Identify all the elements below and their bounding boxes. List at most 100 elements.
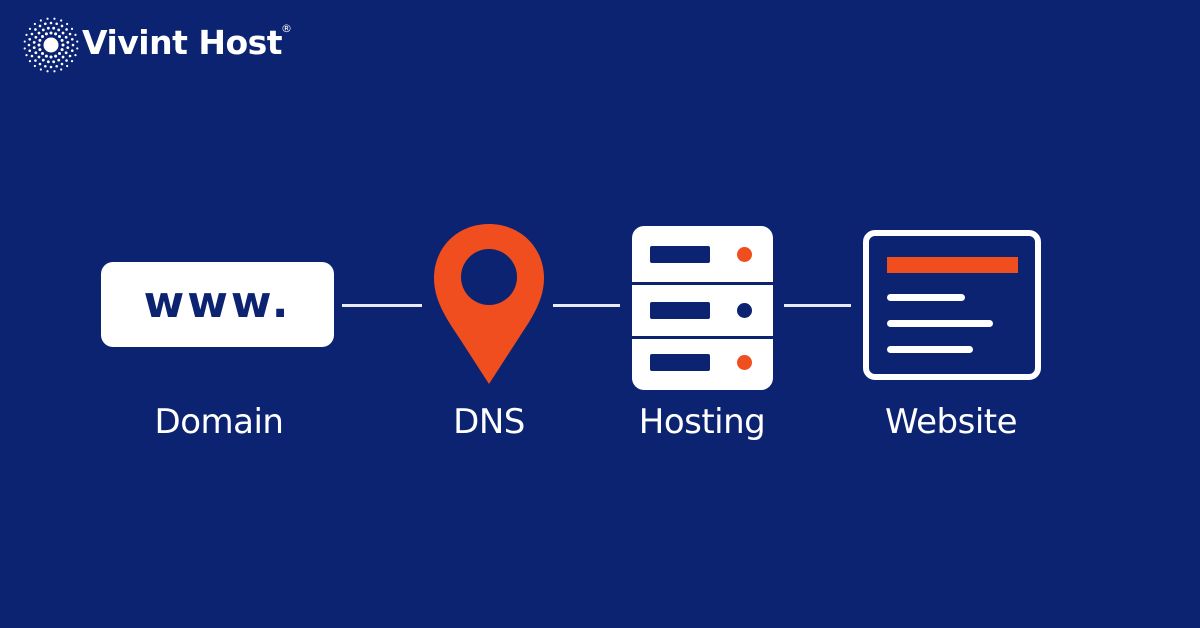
sunburst-dot (25, 54, 28, 57)
sunburst-dot (53, 17, 56, 20)
sunburst-dot (34, 28, 37, 31)
sunburst-dot (38, 48, 42, 52)
sunburst-dot (68, 32, 72, 36)
sunburst-dot (44, 32, 48, 36)
sunburst-dot (37, 31, 41, 35)
map-pin-icon (434, 224, 544, 384)
connector-dns-hosting (553, 304, 620, 307)
sunburst-dot (60, 62, 64, 66)
sunburst-dot (66, 64, 69, 68)
sunburst-dot (30, 54, 34, 58)
step-label-hosting: Hosting (638, 402, 766, 442)
sunburst-dot (70, 49, 74, 52)
webpage-text-line (887, 346, 973, 353)
sunburst-dot (57, 51, 61, 55)
sunburst-icon (23, 17, 79, 73)
sunburst-dot (41, 35, 45, 39)
server-slot (650, 246, 710, 263)
www-box-icon: www. (101, 262, 334, 347)
sunburst-dot (49, 65, 53, 69)
sunburst-dot (49, 31, 53, 35)
server-led-blue (737, 303, 752, 318)
sunburst-dot (70, 38, 74, 41)
sunburst-dot (39, 68, 42, 71)
sunburst-dot (64, 51, 68, 55)
sunburst-dot (68, 54, 72, 58)
sunburst-dot (60, 38, 64, 42)
sunburst-dot (30, 32, 34, 36)
sunburst-dot (44, 54, 48, 58)
sunburst-dot (57, 28, 61, 32)
server-icon (632, 226, 773, 390)
sunburst-dot (61, 31, 65, 35)
sunburst-dot (65, 28, 68, 31)
sunburst-dot (60, 48, 64, 52)
sunburst-dot (70, 27, 74, 30)
registered-mark: ® (281, 22, 292, 35)
sunburst-dot (54, 54, 58, 58)
sunburst-dot (38, 24, 42, 28)
server-slot (650, 354, 710, 371)
sunburst-dot (39, 19, 42, 22)
sunburst-dot (49, 21, 53, 25)
sunburst-dot (66, 46, 70, 50)
server-unit-1 (632, 226, 773, 282)
sunburst-dot (44, 22, 47, 26)
server-unit-2 (632, 285, 773, 336)
sunburst-dot (65, 59, 68, 62)
sunburst-dot (38, 62, 42, 66)
sunburst-dot (76, 47, 79, 50)
sunburst-dot (76, 40, 79, 43)
brand-name: Vivint Host (82, 22, 283, 62)
connector-hosting-website (784, 304, 851, 307)
sunburst-dot (32, 40, 36, 44)
brand-logo: Vivint Host (22, 16, 283, 74)
sunburst-dot (38, 38, 42, 42)
sunburst-dot (57, 35, 61, 39)
sunburst-dot (28, 60, 32, 63)
server-led-orange (737, 355, 752, 370)
connector-domain-dns (342, 304, 422, 307)
sunburst-dot (71, 43, 75, 47)
sunburst-dot (57, 58, 61, 62)
sunburst-dot (46, 17, 49, 20)
sunburst-dot (74, 54, 77, 57)
sunburst-dot (60, 24, 64, 28)
webpage-text-line (887, 294, 965, 301)
webpage-header-bar (887, 257, 1018, 273)
sunburst-dot (52, 26, 56, 30)
server-slot (650, 302, 710, 319)
sunburst-dot (52, 60, 56, 64)
server-unit-3 (632, 339, 773, 390)
sunburst-dot (33, 22, 36, 26)
sunburst-dot (25, 33, 28, 36)
webpage-icon (863, 230, 1041, 380)
step-label-dns: DNS (453, 402, 525, 442)
webpage-text-line (887, 320, 993, 327)
step-label-website: Website (884, 402, 1018, 442)
sunburst-dot (27, 43, 31, 47)
sunburst-dot (28, 38, 32, 41)
sunburst-dot (46, 26, 50, 30)
sunburst-dot (41, 58, 45, 62)
sunburst-dot (66, 40, 70, 44)
www-text: www. (143, 277, 292, 328)
sunburst-dot (23, 47, 26, 50)
sunburst-dot (55, 64, 58, 68)
sunburst-dot (55, 22, 58, 26)
sunburst-dot (53, 70, 56, 73)
sunburst-dot (74, 33, 77, 36)
sunburst-dot (49, 55, 53, 59)
sunburst-dot (32, 46, 36, 50)
sunburst-dot (66, 22, 69, 26)
sunburst-dot (37, 55, 41, 59)
sunburst-dot (33, 64, 36, 68)
sunburst-dot (61, 55, 65, 59)
server-led-orange (737, 247, 752, 262)
map-pin-hole (461, 249, 517, 305)
sunburst-dot (60, 68, 63, 71)
sunburst-dot (41, 51, 45, 55)
sunburst-dot (34, 51, 38, 55)
sunburst-dot (60, 19, 63, 22)
step-label-domain: Domain (154, 402, 284, 442)
